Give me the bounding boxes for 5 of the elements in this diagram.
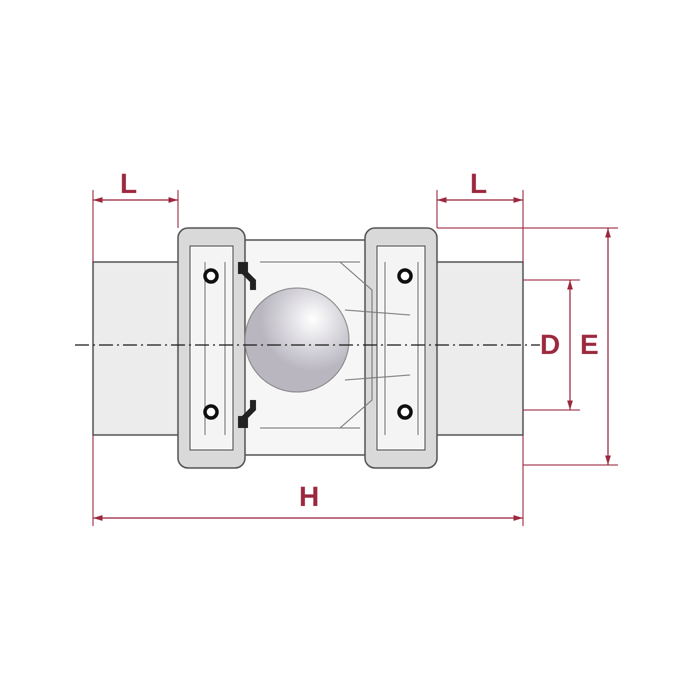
dimension-label: H [299,483,320,511]
dimension-label: L [120,170,138,198]
dimension-label: L [470,170,488,198]
dimension-label: D [540,331,560,359]
dimension-label: E [580,331,599,359]
